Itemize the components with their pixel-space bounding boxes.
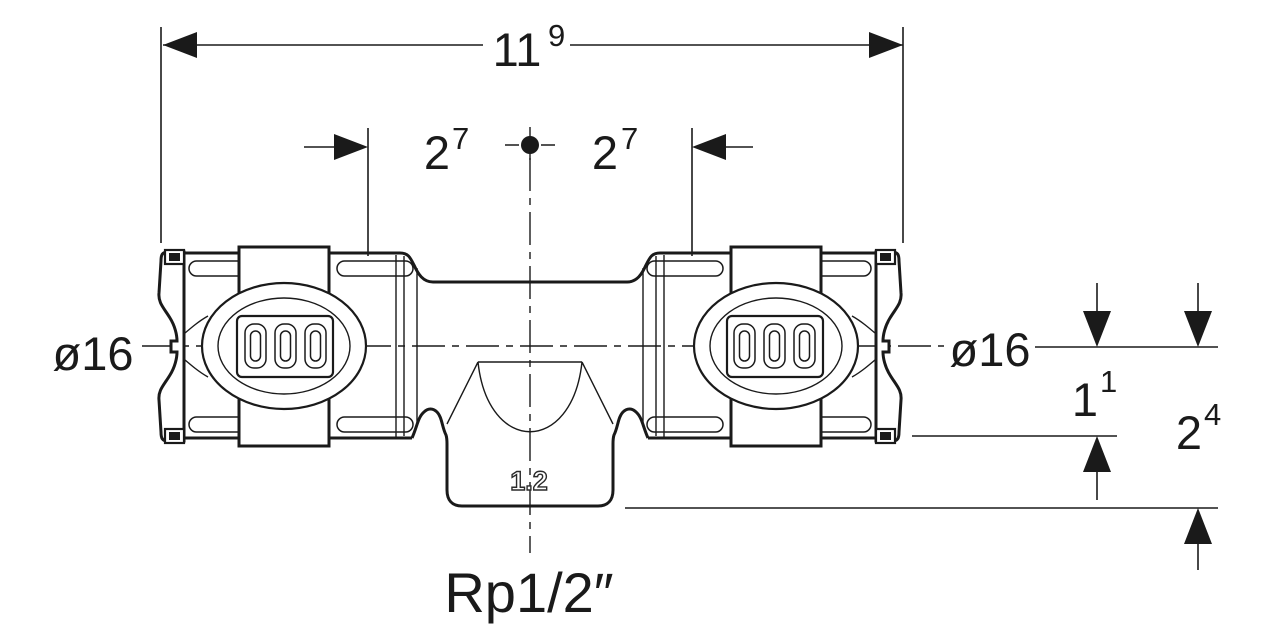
dim-overall-sup: 9 (548, 18, 565, 53)
dimension-labels: 11 9 2 7 2 7 ø16 ø16 1 1 2 4 Rp1/2″ 1.2 (53, 18, 1222, 624)
branch-wall-label: 1.2 (510, 466, 548, 496)
sleeve-slot (188, 260, 246, 277)
branch-outline (410, 407, 650, 508)
sleeve-top-edge (184, 251, 434, 284)
dim-left-27-main: 2 (424, 126, 450, 179)
indicator-cell-inner (249, 330, 262, 362)
sleeve-slot (336, 416, 414, 433)
arrowhead-11-up (1083, 436, 1111, 472)
indicator-oval-inner (217, 297, 351, 395)
left-diameter-label: ø16 (53, 327, 134, 380)
indicator-cell-inner (309, 330, 322, 362)
cap-tab-top-notch (169, 253, 180, 261)
dim-11-main: 1 (1072, 373, 1098, 426)
dim-left-27-sup: 7 (452, 121, 469, 156)
dim-overall-main: 11 (493, 23, 542, 76)
branch-thread-label: Rp1/2″ (444, 561, 613, 624)
end-cap (157, 250, 186, 443)
cap-tab-bottom-notch (169, 432, 180, 440)
arrowhead-27-left (334, 134, 368, 160)
dim-11-sup: 1 (1100, 364, 1117, 399)
right-diameter-label: ø16 (950, 323, 1031, 376)
indicator-cell-inner (279, 330, 292, 362)
dim-right-27-main: 2 (592, 126, 618, 179)
tee-body (410, 280, 650, 508)
press-fitting-left (157, 245, 434, 448)
arrowhead-11-down (1083, 311, 1111, 347)
arrowhead-24-up (1184, 508, 1212, 544)
dimension-lines (160, 27, 1218, 570)
center-mark-dot (521, 136, 539, 154)
arrowhead-right (869, 32, 903, 58)
arrowhead-left (163, 32, 197, 58)
indicator-cells (244, 323, 327, 369)
sleeve-slot (336, 260, 414, 277)
sleeve-slot (188, 416, 246, 433)
dim-right-27-sup: 7 (621, 121, 638, 156)
arrowhead-24-down (1184, 311, 1212, 347)
dim-24-main: 2 (1176, 406, 1202, 459)
collar-rings (395, 255, 418, 437)
branch-thread-lines (446, 361, 614, 433)
dim-24-sup: 4 (1204, 397, 1221, 432)
arrowhead-27-right (692, 134, 726, 160)
